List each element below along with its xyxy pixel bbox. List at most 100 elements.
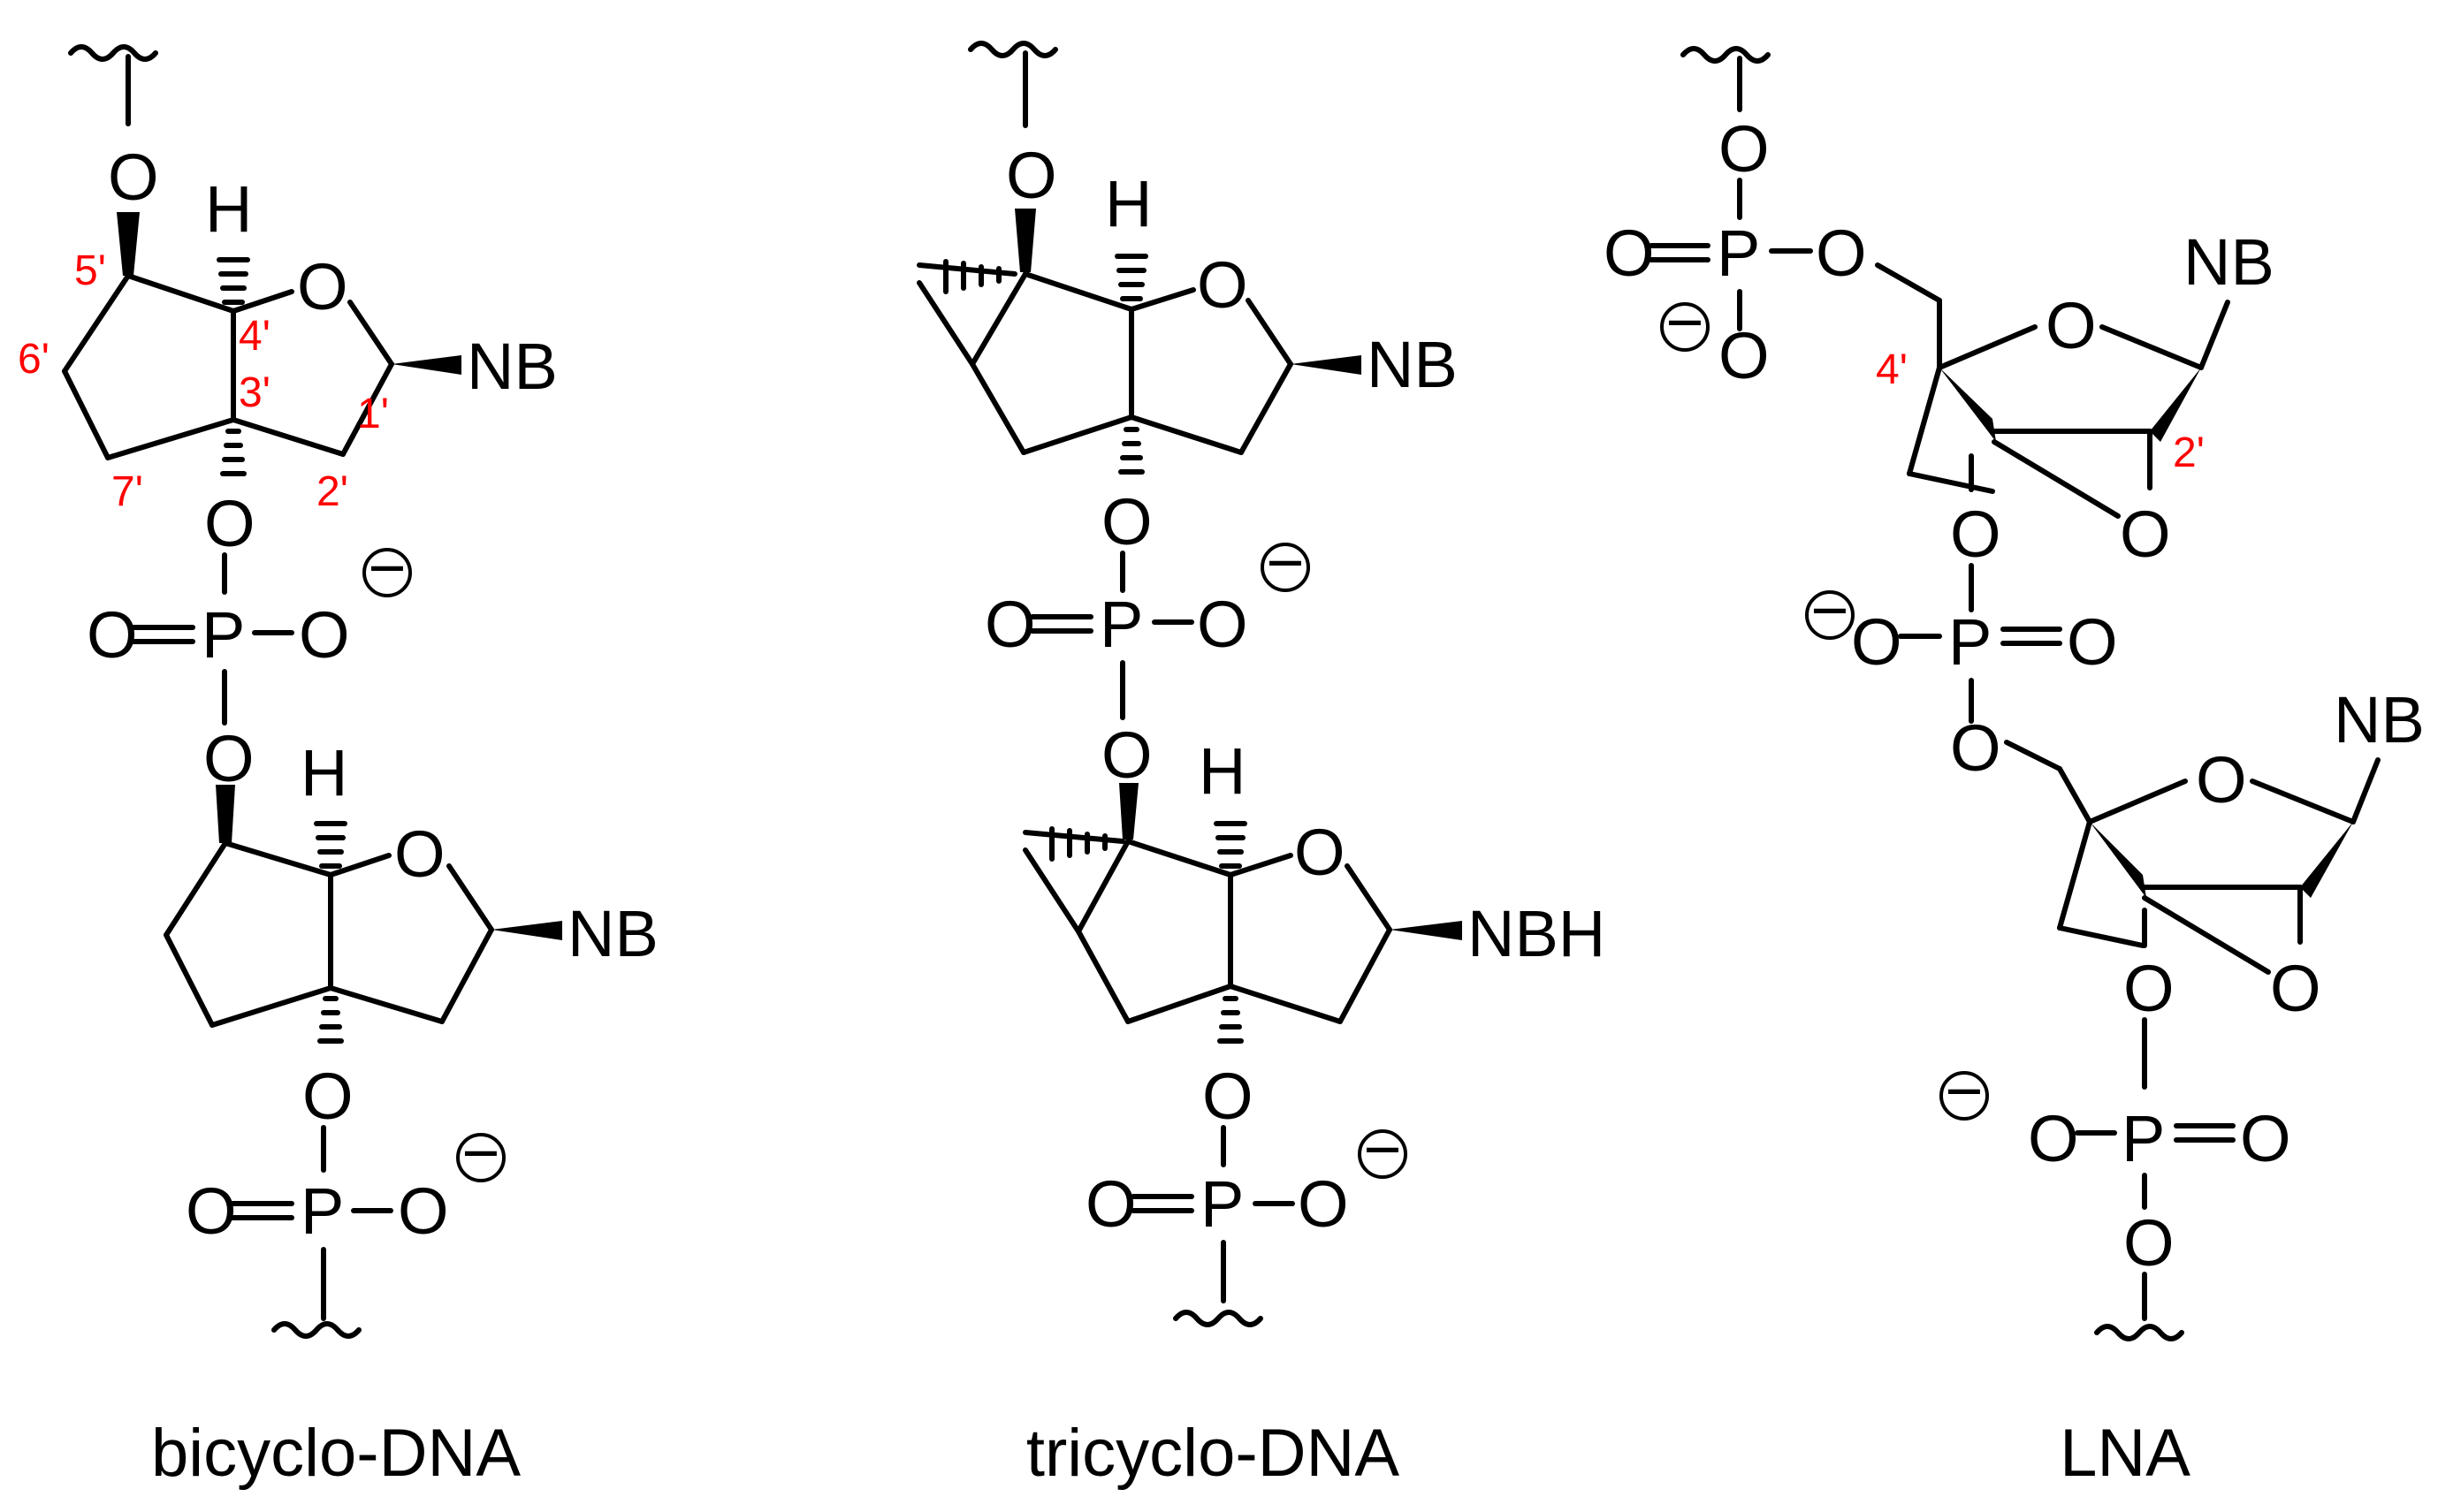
structure-caption: LNA bbox=[2060, 1416, 2190, 1491]
atom-o: O bbox=[186, 1174, 237, 1248]
atom-o: O bbox=[2067, 605, 2118, 679]
atom-o: O bbox=[1718, 319, 1770, 392]
position-label: 4' bbox=[1876, 346, 1908, 393]
atom-o: O bbox=[2196, 743, 2247, 817]
atom-o: O bbox=[1101, 485, 1153, 558]
wedge-bond bbox=[1291, 355, 1361, 375]
hash-bond bbox=[1217, 996, 1244, 1044]
wedge-bond bbox=[2150, 368, 2201, 442]
atom-o: O bbox=[1298, 1167, 1349, 1241]
position-label: 5' bbox=[74, 247, 106, 294]
atom-o: O bbox=[1294, 816, 1345, 889]
svg-text:−: − bbox=[1810, 574, 1848, 647]
atom-o: O bbox=[2028, 1102, 2079, 1175]
atom-o: O bbox=[1718, 112, 1770, 186]
wedge-bond bbox=[392, 355, 461, 375]
hash-bond bbox=[1214, 821, 1247, 869]
atom-h: H bbox=[1199, 734, 1246, 808]
position-label: 4' bbox=[239, 313, 270, 360]
atom-o: O bbox=[1604, 217, 1655, 290]
atom-o: O bbox=[204, 487, 255, 560]
negative-charge: − bbox=[1358, 1113, 1407, 1186]
atom-h: H bbox=[301, 736, 347, 809]
atom-o: O bbox=[1816, 217, 1867, 290]
atom-p: P bbox=[301, 1174, 344, 1248]
svg-text:−: − bbox=[368, 531, 406, 604]
atom-o: O bbox=[2270, 952, 2321, 1025]
atom-p: P bbox=[1948, 605, 1992, 679]
atom-nb: NB bbox=[2334, 683, 2425, 756]
position-label: 2' bbox=[316, 468, 348, 515]
atom-o: O bbox=[1197, 588, 1248, 661]
wavy-bond bbox=[2094, 1324, 2184, 1341]
svg-text:−: − bbox=[1945, 1054, 1983, 1128]
atom-o: O bbox=[398, 1174, 449, 1248]
atom-h: H bbox=[205, 172, 252, 246]
atom-p: P bbox=[1717, 217, 1760, 290]
atom-o: O bbox=[1202, 1060, 1253, 1133]
structure-caption: bicyclo-DNA bbox=[151, 1416, 521, 1491]
atom-o: O bbox=[1950, 498, 2001, 571]
atom-nb: NB bbox=[1367, 328, 1458, 401]
atom-o: O bbox=[203, 722, 255, 795]
atom-nb: NB bbox=[467, 330, 558, 403]
atom-p: P bbox=[2122, 1102, 2165, 1175]
atom-o: O bbox=[299, 598, 350, 672]
hash-bond bbox=[1023, 826, 1125, 862]
atom-o: O bbox=[2120, 498, 2171, 571]
atom-nbh: NBH bbox=[1467, 897, 1605, 970]
wedge-bond bbox=[1119, 783, 1139, 840]
wavy-bond bbox=[68, 44, 158, 62]
position-label: 6' bbox=[18, 336, 50, 383]
hash-bond bbox=[220, 429, 247, 476]
atom-o: O bbox=[985, 588, 1036, 661]
hash-bond bbox=[217, 257, 250, 305]
atom-o: O bbox=[1950, 711, 2001, 785]
structure-bicyclo-dna: O H O NB O P O O O H O NB O P O O − − 5'… bbox=[18, 44, 659, 1491]
hash-bond bbox=[314, 821, 347, 869]
wedge-bond bbox=[491, 921, 562, 940]
atom-o: O bbox=[297, 250, 348, 323]
hash-bond bbox=[317, 996, 344, 1044]
negative-charge: − bbox=[1261, 526, 1310, 599]
atom-o: O bbox=[1197, 248, 1248, 322]
svg-text:−: − bbox=[1266, 526, 1304, 599]
atom-o: O bbox=[108, 141, 159, 214]
negative-charge: − bbox=[456, 1116, 506, 1189]
atom-p: P bbox=[1200, 1167, 1244, 1241]
wavy-bond bbox=[968, 41, 1058, 58]
position-label: 2' bbox=[2173, 429, 2205, 476]
atom-o: O bbox=[2046, 289, 2097, 362]
atom-o: O bbox=[1851, 605, 1902, 679]
structure-caption: tricyclo-DNA bbox=[1026, 1416, 1400, 1491]
atom-o: O bbox=[1101, 718, 1153, 792]
hash-bond bbox=[1115, 254, 1148, 301]
wavy-bond bbox=[1680, 46, 1771, 64]
atom-nb: NB bbox=[568, 897, 659, 970]
atom-o: O bbox=[2123, 1206, 2175, 1280]
wavy-bond bbox=[271, 1321, 362, 1339]
atom-o: O bbox=[1006, 139, 1057, 212]
atom-o: O bbox=[87, 598, 138, 672]
negative-charge: − bbox=[362, 531, 412, 604]
negative-charge: − bbox=[1805, 574, 1855, 647]
svg-text:−: − bbox=[1363, 1113, 1401, 1186]
atom-o: O bbox=[2123, 952, 2175, 1025]
wavy-bond bbox=[1173, 1310, 1263, 1327]
atom-nb: NB bbox=[2183, 225, 2274, 299]
wedge-bond bbox=[1939, 368, 1996, 442]
atom-o: O bbox=[394, 817, 446, 891]
wedge-bond bbox=[1015, 209, 1036, 272]
wedge-bond bbox=[2300, 822, 2353, 898]
wedge-bond bbox=[117, 212, 140, 276]
svg-text:−: − bbox=[1665, 285, 1703, 359]
atom-o: O bbox=[302, 1060, 354, 1133]
atom-o: O bbox=[1086, 1167, 1137, 1241]
atom-p: P bbox=[202, 598, 245, 672]
negative-charge: − bbox=[1660, 285, 1710, 359]
structure-lna: O O P O O O NB O O O P O O O NB O O O P … bbox=[1604, 46, 2425, 1491]
atom-p: P bbox=[1100, 588, 1143, 661]
atom-h: H bbox=[1105, 167, 1152, 240]
